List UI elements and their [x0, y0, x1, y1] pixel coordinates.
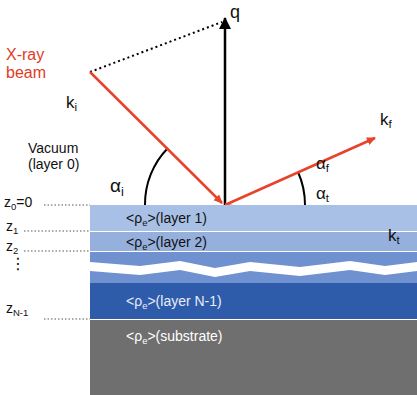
annotation-label: kf	[380, 110, 392, 130]
layer-label: <ρe>(layer N-1)	[126, 293, 417, 309]
layer-band: <ρe>(substrate)	[90, 320, 417, 395]
annotation-label: αf	[316, 154, 329, 174]
annotation-label: z1	[6, 218, 18, 234]
q-vector	[224, 18, 227, 205]
annotation-label: q	[230, 2, 240, 23]
layer-label: <ρe>(layer 2)	[126, 234, 417, 250]
annotation-label: ki	[66, 93, 77, 113]
boundary-line	[44, 319, 90, 320]
layer-band	[90, 252, 417, 283]
boundary-line	[44, 205, 90, 206]
annotation-label: ⋮	[10, 255, 26, 273]
dotted-line	[90, 22, 222, 72]
angle-arc	[145, 148, 168, 205]
break-gap	[90, 261, 417, 277]
annotation-label: X-ray beam	[6, 46, 64, 83]
layer-band: <ρe>(layer 1)	[90, 205, 417, 231]
annotation-label: z0=0	[4, 194, 32, 210]
layer-band: <ρe>(layer 2)	[90, 232, 417, 251]
annotation-label: z2	[6, 238, 18, 254]
boundary-line	[24, 231, 90, 232]
incident-beam	[90, 72, 222, 203]
layer-band: <ρe>(layer N-1)	[90, 283, 417, 319]
reflected-beam	[225, 138, 375, 205]
annotation-label: Vacuum (layer 0)	[28, 140, 106, 172]
annotation-label: kt	[388, 226, 400, 246]
annotation-label: zN-1	[6, 300, 28, 316]
annotation-label: αi	[110, 175, 124, 197]
annotation-label: αt	[316, 184, 329, 204]
angle-arc	[298, 172, 305, 205]
layer-label: <ρe>(substrate)	[126, 328, 417, 344]
layer-label: <ρe>(layer 1)	[126, 210, 417, 226]
boundary-line	[24, 251, 90, 252]
